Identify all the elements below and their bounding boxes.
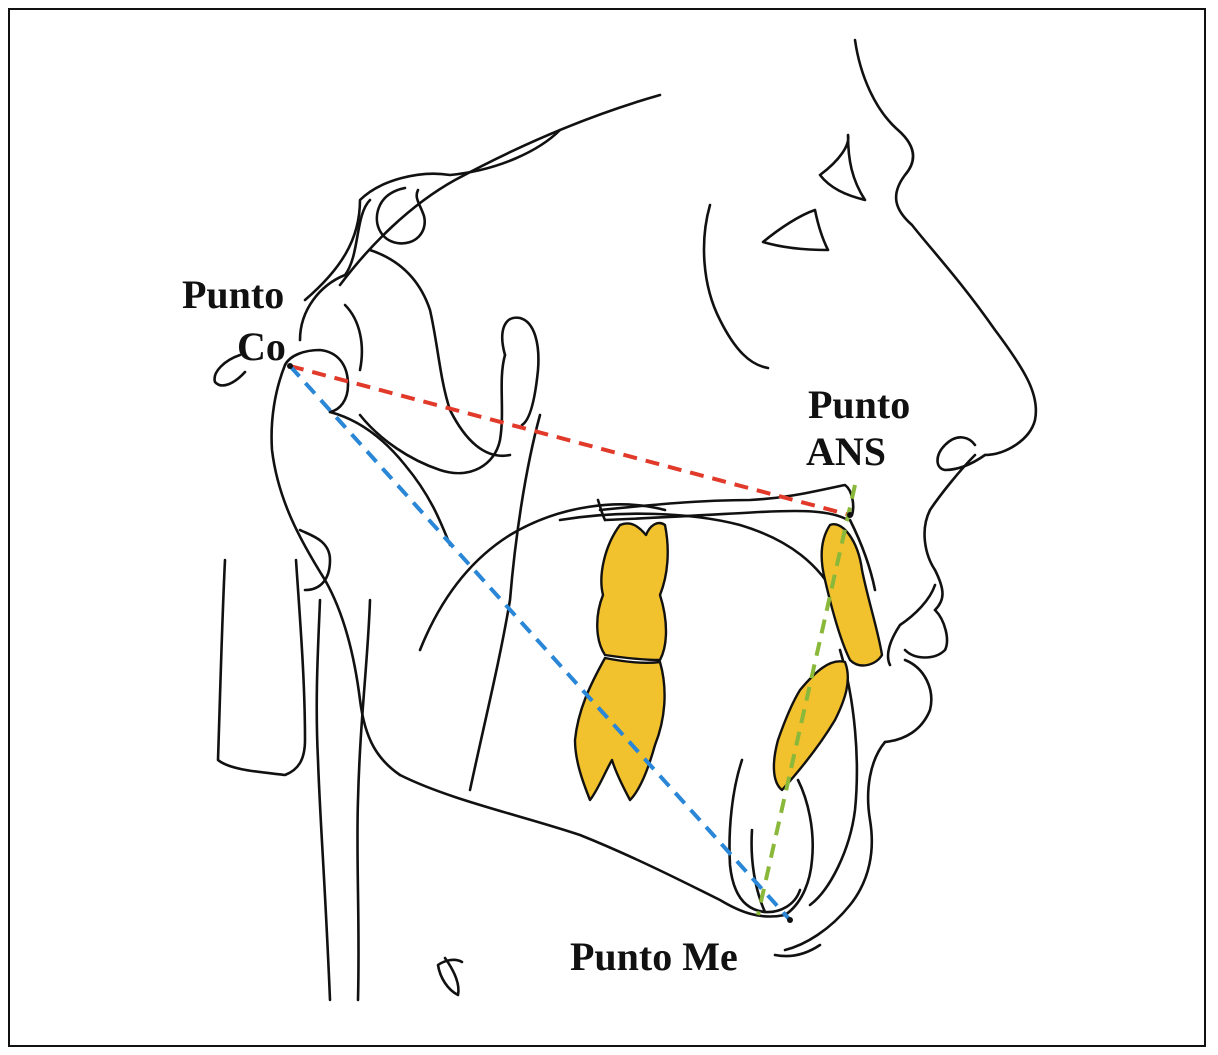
sella-turcica — [377, 188, 425, 243]
airway — [470, 415, 540, 790]
co-ans-line — [290, 366, 850, 515]
lip-contact — [888, 585, 935, 665]
landmarks — [287, 363, 853, 923]
mandible-ramus-posterior — [272, 365, 400, 775]
nose-tip — [938, 437, 986, 470]
labels: Punto Co Punto ANS Punto Me — [182, 272, 910, 979]
hyoid — [438, 958, 462, 995]
coronoid — [360, 355, 505, 473]
upper-incisor — [822, 524, 882, 665]
measurement-lines — [290, 366, 855, 920]
point-ans-marker — [847, 512, 853, 518]
pharynx-line — [317, 600, 330, 1000]
label-co-line2: Co — [237, 324, 286, 369]
lower-lip — [885, 610, 947, 742]
condyle-head — [285, 350, 348, 412]
label-me: Punto Me — [570, 934, 738, 979]
point-me-marker — [787, 917, 793, 923]
mastoid-curve — [370, 250, 510, 456]
mandible — [272, 350, 857, 917]
ear-lobe — [502, 318, 538, 425]
chin-soft — [785, 742, 885, 950]
upper-lip — [925, 455, 975, 610]
cervical-vertebra — [218, 560, 305, 775]
skull-outline — [300, 95, 660, 340]
label-ans-line2: ANS — [806, 429, 886, 474]
lower-incisor — [774, 661, 848, 790]
label-ans-line1: Punto — [808, 382, 910, 427]
vertebra-2 — [300, 530, 330, 590]
point-co-marker — [287, 363, 293, 369]
co-me-line — [290, 366, 790, 920]
label-co-line1: Punto — [182, 272, 284, 317]
nasal-bone — [820, 135, 865, 200]
pharynx-line-2 — [357, 600, 370, 1000]
orbit-shape — [763, 210, 828, 250]
orbit-rim — [704, 205, 768, 368]
palate-inferior — [605, 511, 848, 520]
upper-molar — [597, 523, 667, 660]
pterygoid — [345, 305, 362, 370]
